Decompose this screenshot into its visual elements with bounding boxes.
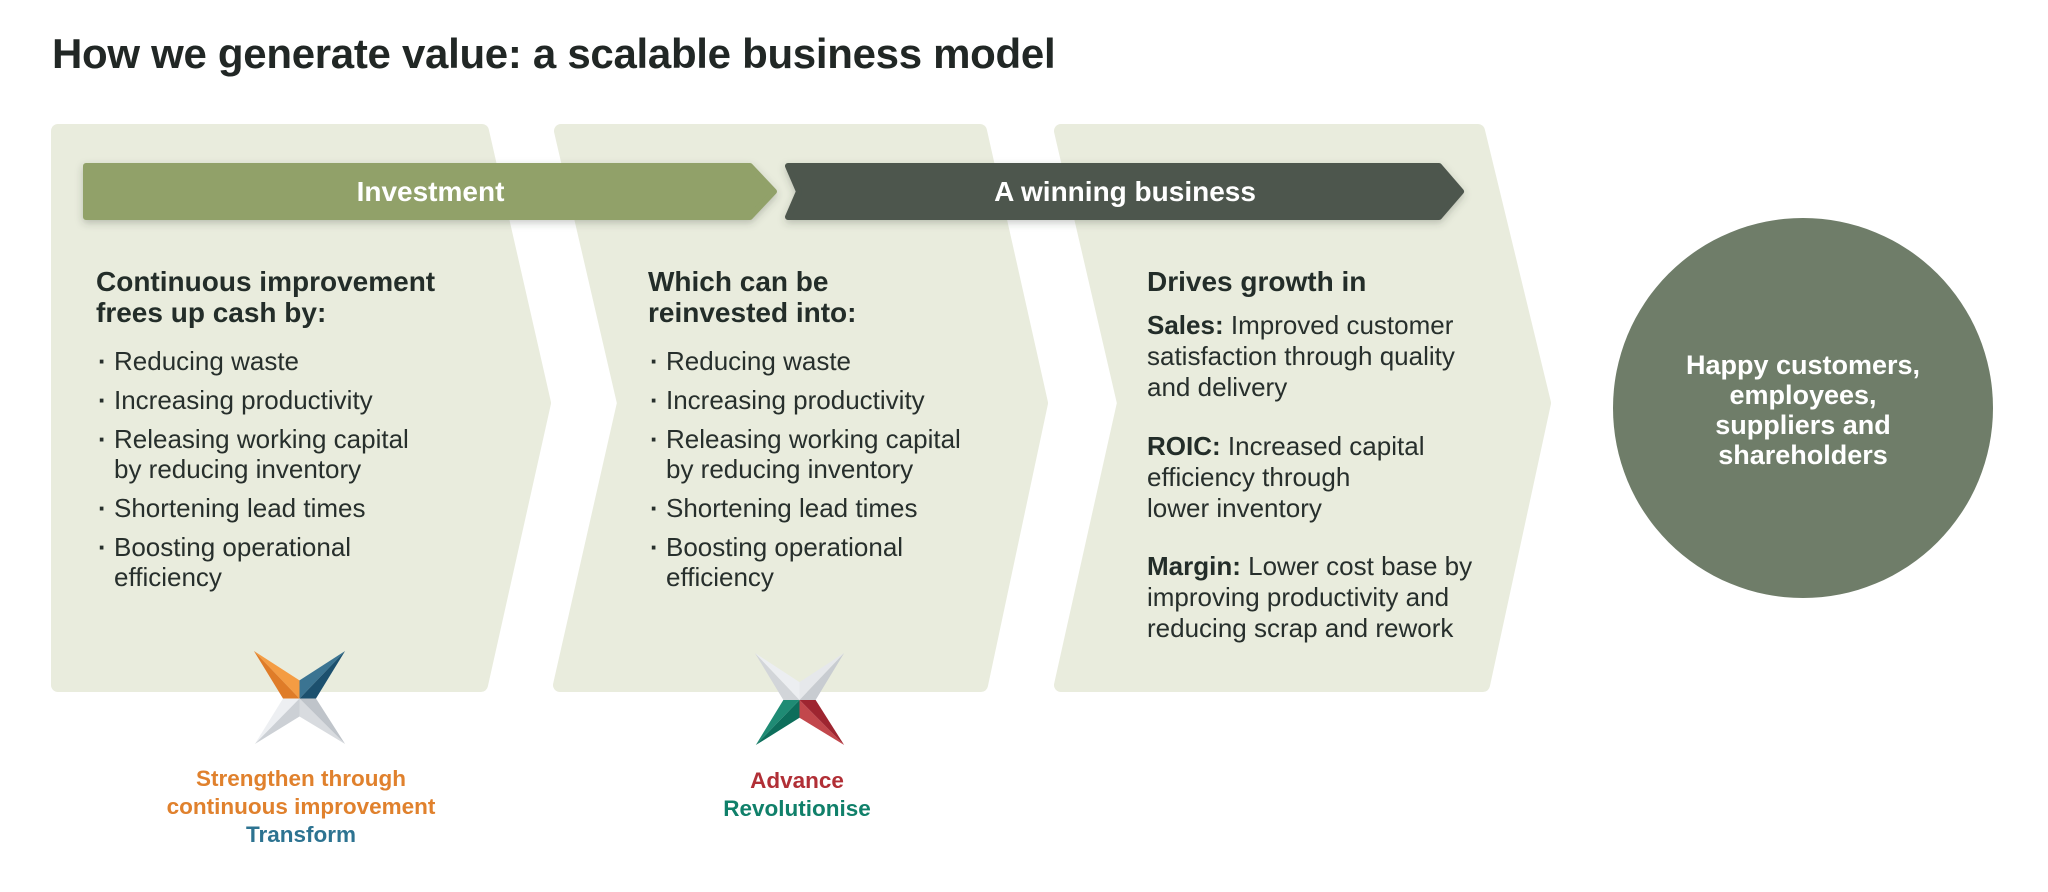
sales-label: Sales:	[1147, 310, 1224, 340]
list-item: Reducing waste	[96, 346, 496, 376]
strengthen-transform-label: Strengthen through continuous improvemen…	[101, 765, 501, 849]
page-title: How we generate value: a scalable busine…	[52, 30, 1056, 77]
list-item: Boosting operational efficiency	[96, 532, 496, 592]
panel-2-bullet-list: Reducing waste Increasing productivity R…	[648, 346, 1048, 601]
investment-banner-shape	[83, 163, 777, 220]
advance-revolutionise-label: Advance Revolutionise	[597, 767, 997, 823]
list-item: Boosting operational efficiency	[648, 532, 1048, 592]
roic-text: Increased capital efficiency through low…	[1147, 431, 1425, 523]
list-item: Reducing waste	[648, 346, 1048, 376]
investment-banner-label: Investment	[356, 176, 505, 207]
list-item: Shortening lead times	[648, 493, 1048, 523]
margin-paragraph: Margin: Lower cost base by improving pro…	[1147, 551, 1557, 644]
panel-3-shape	[1054, 124, 1551, 692]
list-item: Increasing productivity	[648, 385, 1048, 415]
sales-text: Improved customer satisfaction through q…	[1147, 310, 1455, 402]
advance-revolutionise-star-icon	[754, 652, 845, 746]
list-item: Shortening lead times	[96, 493, 496, 523]
roic-paragraph: ROIC: Increased capital efficiency throu…	[1147, 431, 1557, 524]
margin-text: Lower cost base by improving productivit…	[1147, 551, 1473, 643]
panel-1-bullet-list: Reducing waste Increasing productivity R…	[96, 346, 496, 601]
winning-business-banner-label: A winning business	[994, 176, 1256, 207]
advance-label-text: Advance	[750, 768, 844, 793]
panel-3-heading: Drives growth in	[1147, 266, 1367, 297]
margin-label: Margin:	[1147, 551, 1241, 581]
panel-2-heading: Which can be reinvested into:	[648, 266, 857, 328]
revolutionise-label-text: Revolutionise	[723, 796, 871, 821]
list-item: Increasing productivity	[96, 385, 496, 415]
sales-paragraph: Sales: Improved customer satisfaction th…	[1147, 310, 1557, 403]
list-item: Releasing working capital by reducing in…	[648, 424, 1048, 484]
roic-label: ROIC:	[1147, 431, 1221, 461]
strengthen-transform-star-icon	[253, 650, 346, 745]
list-item: Releasing working capital by reducing in…	[96, 424, 496, 484]
panel-1-heading: Continuous improvement frees up cash by:	[96, 266, 436, 328]
winning-business-banner-shape	[785, 163, 1464, 220]
outcome-circle	[1613, 218, 1993, 598]
transform-label-text: Transform	[245, 822, 357, 847]
outcome-circle-text: Happy customers, employees, suppliers an…	[1685, 350, 1921, 470]
strengthen-label-text: Strengthen through continuous improvemen…	[166, 766, 436, 819]
